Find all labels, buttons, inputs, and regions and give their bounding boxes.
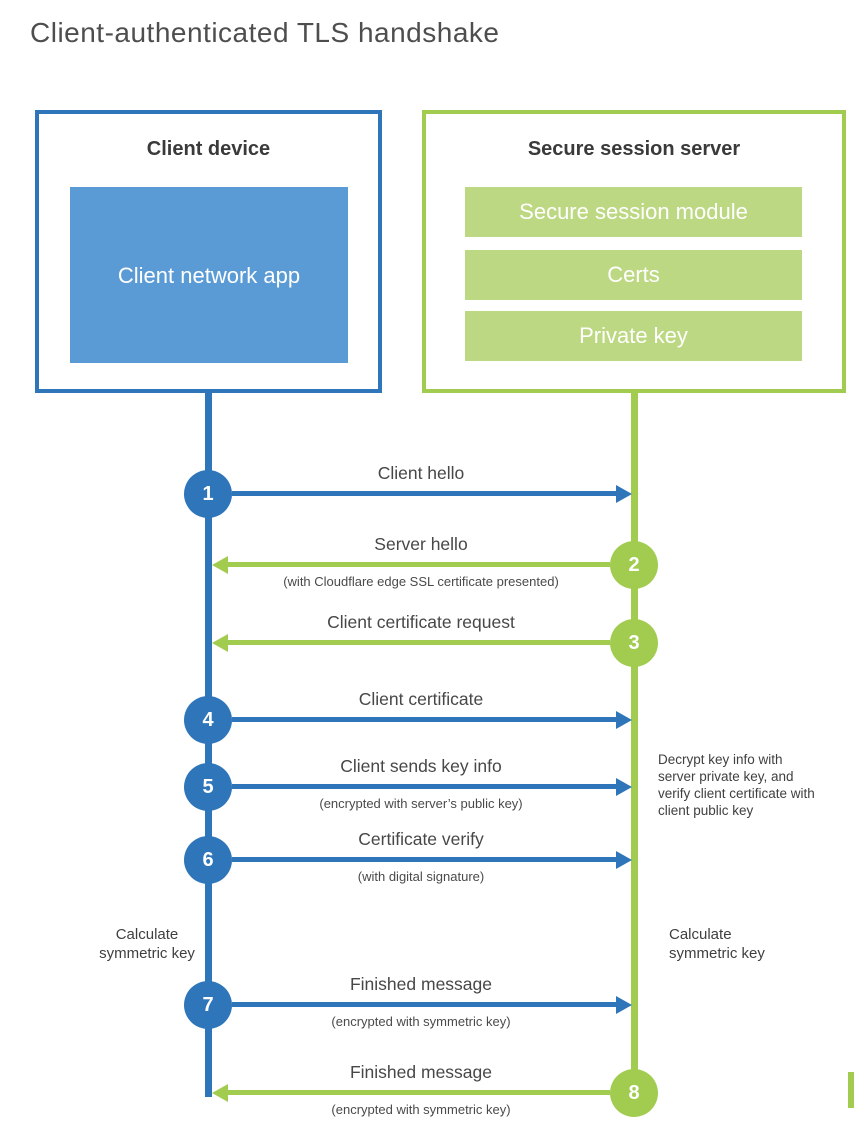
step-4-circle: 4 <box>184 696 232 744</box>
step-7-arrow <box>232 1002 618 1007</box>
step-4-arrowhead-icon <box>616 711 632 729</box>
step-3-arrow <box>227 640 610 645</box>
step-8-arrow <box>227 1090 610 1095</box>
page-title: Client-authenticated TLS handshake <box>30 17 500 48</box>
step-4-arrow <box>232 717 618 722</box>
step-6-label: Certificate verify <box>358 829 484 849</box>
server-module-bar: Secure session module <box>465 187 802 237</box>
step-6-circle: 6 <box>184 836 232 884</box>
step-8-circle: 8 <box>610 1069 658 1117</box>
step-7-arrowhead-icon <box>616 996 632 1014</box>
step-3-circle: 3 <box>610 619 658 667</box>
step-8-label: Finished message <box>349 1062 493 1082</box>
step-6-arrow <box>232 857 618 862</box>
step-3-label: Client certificate request <box>327 612 515 632</box>
step-5-circle: 5 <box>184 763 232 811</box>
step-2-subtext: (with Cloudflare edge SSL certificate pr… <box>283 574 559 589</box>
cutoff-green-line <box>848 1072 854 1108</box>
client-network-app-box: Client network app <box>70 187 348 363</box>
client-network-app-label: Client network app <box>117 262 301 288</box>
step-1-arrowhead-icon <box>616 485 632 503</box>
client-lifeline <box>205 391 212 1097</box>
step-3-arrowhead-icon <box>212 634 228 652</box>
step-6-arrowhead-icon <box>616 851 632 869</box>
step-1-label: Client hello <box>377 463 465 483</box>
step-7-subtext: (encrypted with symmetric key) <box>331 1014 511 1029</box>
client-calculate-symmetric-key-note: Calculate symmetric key <box>99 926 195 962</box>
step-5-arrow <box>232 784 618 789</box>
client-device-title: Client device <box>146 138 271 160</box>
decrypt-key-note: Decrypt key info with server private key… <box>658 752 815 818</box>
step-6-subtext: (with digital signature) <box>357 869 485 884</box>
step-5-arrowhead-icon <box>616 778 632 796</box>
step-7-label: Finished message <box>349 974 493 994</box>
step-5-subtext: (encrypted with server’s public key) <box>319 796 523 811</box>
step-2-arrowhead-icon <box>212 556 228 574</box>
step-4-label: Client certificate <box>358 689 484 709</box>
step-8-subtext: (encrypted with symmetric key) <box>331 1102 511 1117</box>
step-5-label: Client sends key info <box>340 756 502 776</box>
server-calculate-symmetric-key-note: Calculate symmetric key <box>669 926 765 962</box>
step-8-arrowhead-icon <box>212 1084 228 1102</box>
step-2-label: Server hello <box>374 534 468 554</box>
step-7-circle: 7 <box>184 981 232 1029</box>
server-certs-bar: Certs <box>465 250 802 300</box>
step-2-circle: 2 <box>610 541 658 589</box>
server-lifeline <box>631 391 638 1093</box>
step-1-arrow <box>232 491 618 496</box>
server-private-key-bar: Private key <box>465 311 802 361</box>
step-1-circle: 1 <box>184 470 232 518</box>
secure-session-server-title: Secure session server <box>527 138 741 160</box>
step-2-arrow <box>227 562 610 567</box>
